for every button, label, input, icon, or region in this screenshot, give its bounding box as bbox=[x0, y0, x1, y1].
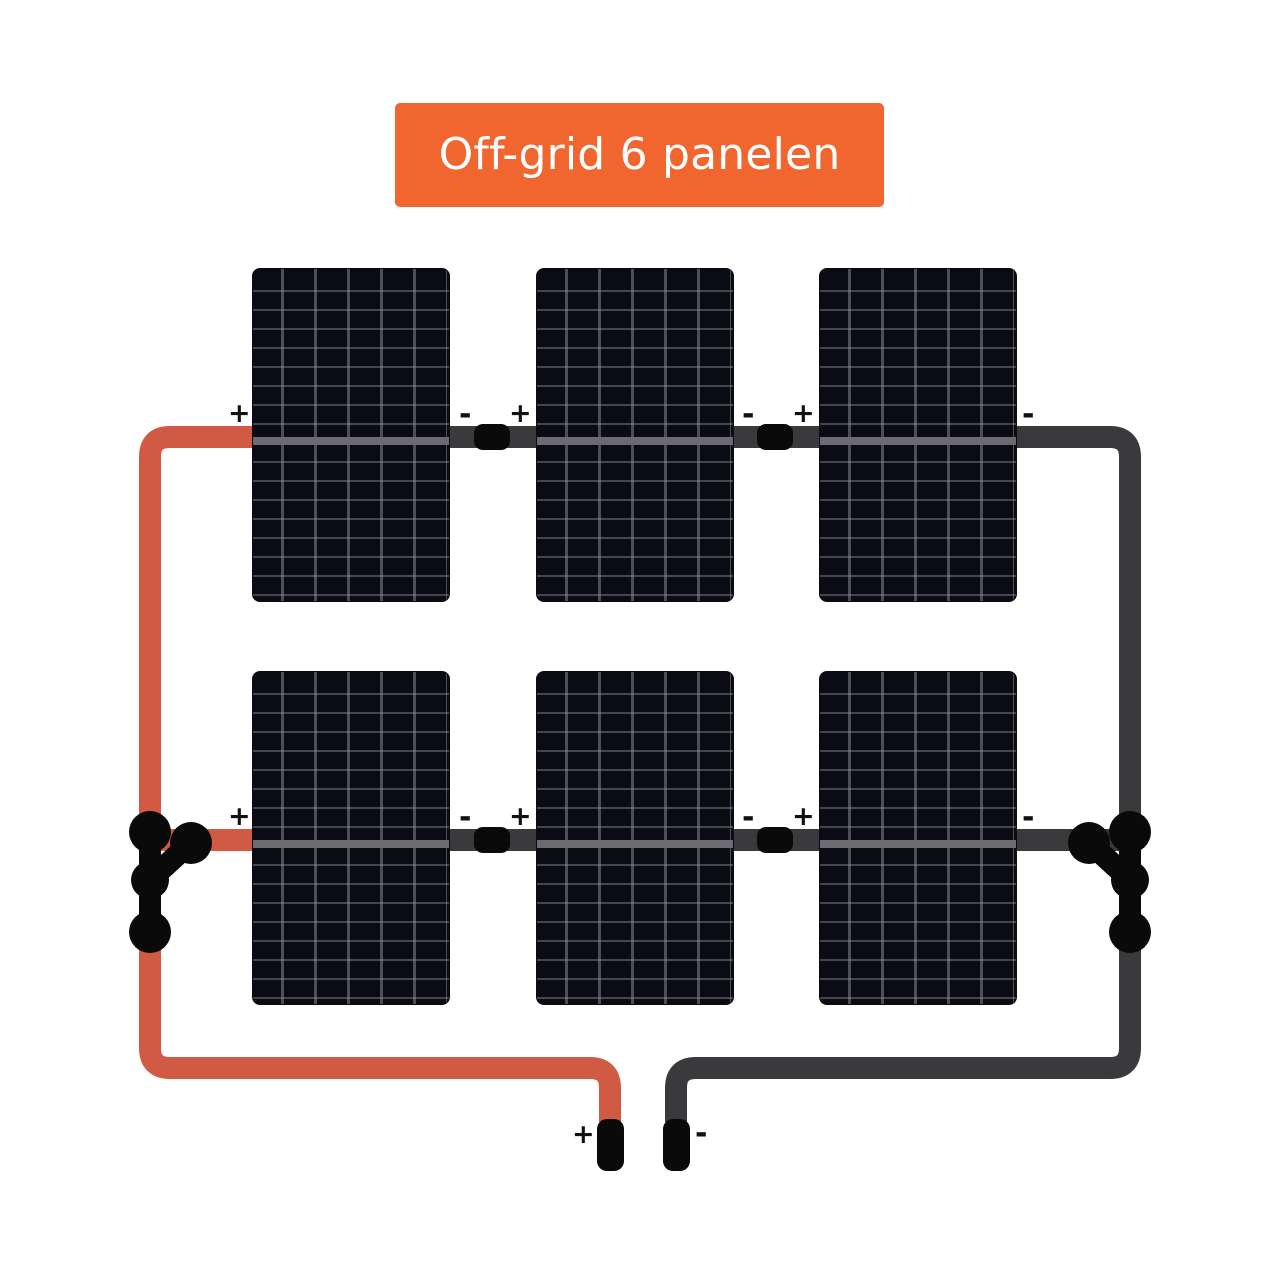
panel-cell-grid bbox=[537, 269, 733, 601]
polarity-label-top-3-plus: + bbox=[792, 398, 815, 429]
solar-panel-top-1[interactable] bbox=[253, 269, 449, 601]
polarity-label-top-1-minus: - bbox=[459, 397, 472, 432]
mc4-connector-top-2-3[interactable] bbox=[757, 424, 793, 450]
title-banner: Off-grid 6 panelen bbox=[395, 103, 884, 207]
polarity-label-bottom-1-minus: - bbox=[459, 800, 472, 835]
panel-busbar bbox=[820, 840, 1016, 848]
page-title: Off-grid 6 panelen bbox=[438, 129, 841, 180]
panel-busbar bbox=[537, 840, 733, 848]
polarity-label-output-plus: + bbox=[572, 1119, 595, 1150]
panel-busbar bbox=[820, 437, 1016, 445]
polarity-label-top-2-minus: - bbox=[742, 397, 755, 432]
panel-cell-grid bbox=[820, 672, 1016, 1004]
y-branch-connector-left bbox=[129, 811, 212, 953]
polarity-label-bottom-3-plus: + bbox=[792, 801, 815, 832]
polarity-label-bottom-1-plus: + bbox=[228, 801, 251, 832]
panel-busbar bbox=[537, 437, 733, 445]
output-negative-terminal[interactable] bbox=[663, 1119, 690, 1171]
polarity-label-output-minus: - bbox=[695, 1116, 708, 1151]
polarity-label-bottom-2-plus: + bbox=[509, 801, 532, 832]
solar-panel-bottom-2[interactable] bbox=[537, 672, 733, 1004]
polarity-label-bottom-3-minus: - bbox=[1022, 800, 1035, 835]
y-branch-connector-right bbox=[1068, 811, 1151, 953]
panel-cell-grid bbox=[537, 672, 733, 1004]
polarity-label-top-3-minus: - bbox=[1022, 397, 1035, 432]
mc4-connector-top-1-2[interactable] bbox=[474, 424, 510, 450]
solar-panel-top-2[interactable] bbox=[537, 269, 733, 601]
solar-panel-top-3[interactable] bbox=[820, 269, 1016, 601]
polarity-label-top-2-plus: + bbox=[509, 398, 532, 429]
mc4-connector-bottom-1-2[interactable] bbox=[474, 827, 510, 853]
polarity-label-top-1-plus: + bbox=[228, 398, 251, 429]
mc4-connector-bottom-2-3[interactable] bbox=[757, 827, 793, 853]
panel-cell-grid bbox=[253, 672, 449, 1004]
panel-busbar bbox=[253, 437, 449, 445]
output-positive-terminal[interactable] bbox=[597, 1119, 624, 1171]
polarity-label-bottom-2-minus: - bbox=[742, 800, 755, 835]
panel-cell-grid bbox=[820, 269, 1016, 601]
solar-panel-bottom-1[interactable] bbox=[253, 672, 449, 1004]
panel-cell-grid bbox=[253, 269, 449, 601]
panel-busbar bbox=[253, 840, 449, 848]
solar-panel-bottom-3[interactable] bbox=[820, 672, 1016, 1004]
